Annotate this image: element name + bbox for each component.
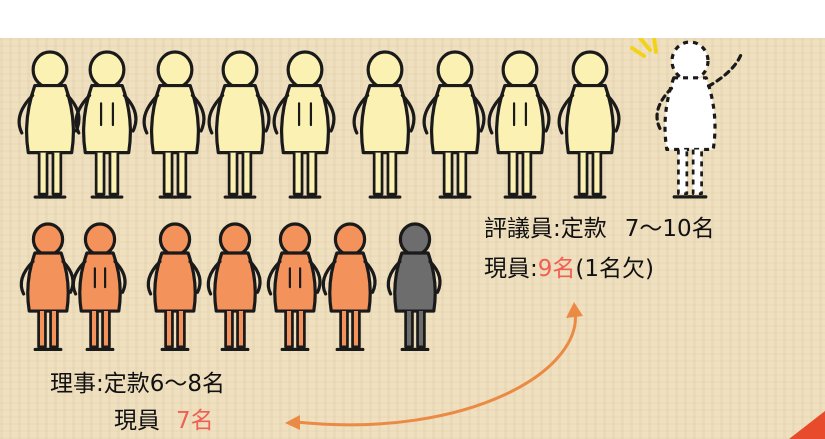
corner-accent xyxy=(789,411,825,439)
council-member-figure xyxy=(557,50,621,199)
board-member-figure xyxy=(146,222,202,352)
board-current-prefix: 現員 xyxy=(114,408,160,434)
council-member-figure xyxy=(142,50,206,199)
diagram-canvas: 評議員:定款 7〜10名 現員:9名(1名欠) 理事:定款6〜8名 現員 7名 xyxy=(0,38,825,439)
figures-layer xyxy=(17,38,743,430)
board-label: 理事:定款6〜8名 xyxy=(50,371,226,397)
absent-board-member-figure xyxy=(386,222,442,352)
board-member-figure xyxy=(206,222,262,352)
arrowhead-up xyxy=(566,302,583,318)
board-member-figure xyxy=(321,222,377,352)
council-label: 評議員:定款 7〜10名 xyxy=(484,216,715,243)
sparkle-icon xyxy=(630,38,658,58)
council-members-row xyxy=(17,40,743,199)
board-current: 現員 7名 xyxy=(114,408,214,435)
council-member-figure xyxy=(207,50,271,199)
council-label-range: 7〜10名 xyxy=(624,216,715,242)
council-label-prefix: 評議員:定款 xyxy=(484,216,607,242)
board-member-figure xyxy=(71,222,127,352)
council-current-prefix: 現員: xyxy=(484,256,538,282)
board-members-row xyxy=(19,222,442,352)
board-member-figure xyxy=(19,222,75,352)
council-current-note: (1名欠) xyxy=(575,256,654,282)
board-member-figure xyxy=(266,222,322,352)
council-member-figure xyxy=(17,50,81,199)
arrowhead-left xyxy=(285,415,300,430)
council-member-figure xyxy=(272,50,336,199)
council-current-value: 9名 xyxy=(537,256,576,282)
council-member-figure xyxy=(74,50,138,199)
council-current: 現員:9名(1名欠) xyxy=(484,256,654,283)
council-member-figure xyxy=(487,50,551,199)
vacant-seat-figure xyxy=(655,40,743,199)
link-arrow xyxy=(295,305,577,427)
council-member-figure xyxy=(422,50,486,199)
board-current-value: 7名 xyxy=(176,408,214,434)
council-member-figure xyxy=(352,50,416,199)
